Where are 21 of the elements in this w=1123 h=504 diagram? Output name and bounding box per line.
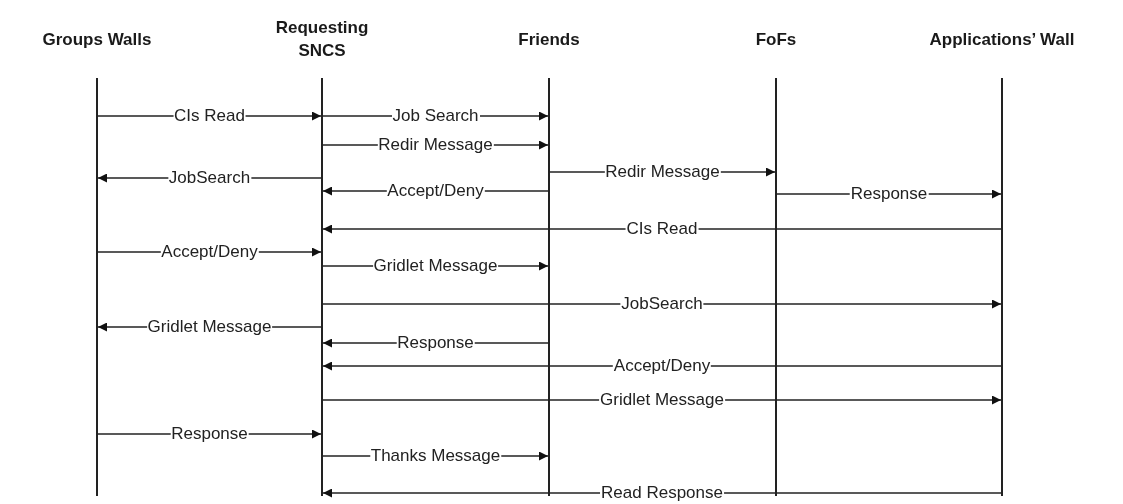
edge-label: Gridlet Message: [146, 318, 273, 336]
message-arrow: [322, 224, 1003, 234]
edge-label: Gridlet Message: [599, 391, 725, 409]
edge-label: Accept/Deny: [386, 182, 485, 200]
edge-label: Redir Message: [604, 163, 721, 181]
edge-label: Response: [170, 425, 249, 443]
edge-label: Accept/Deny: [612, 357, 712, 375]
edge-label: Accept/Deny: [160, 243, 259, 261]
message-arrow: [322, 361, 1003, 371]
participant-label: FoFs: [754, 29, 798, 51]
participant-label: Applications’ Wall: [928, 29, 1076, 51]
edge-label: Thanks Message: [369, 447, 502, 465]
participant-label: Groups Walls: [41, 29, 153, 51]
message-arrow: [321, 299, 1002, 309]
edge-label: Gridlet Message: [372, 257, 499, 275]
edge-label: Response: [396, 334, 475, 352]
edge-label: Response: [849, 185, 929, 203]
participant-label: Friends: [517, 29, 581, 51]
participant-label: Requesting SNCS: [274, 17, 370, 62]
edge-label: Redir Message: [377, 136, 494, 154]
edge-label: Read Response: [600, 484, 724, 502]
